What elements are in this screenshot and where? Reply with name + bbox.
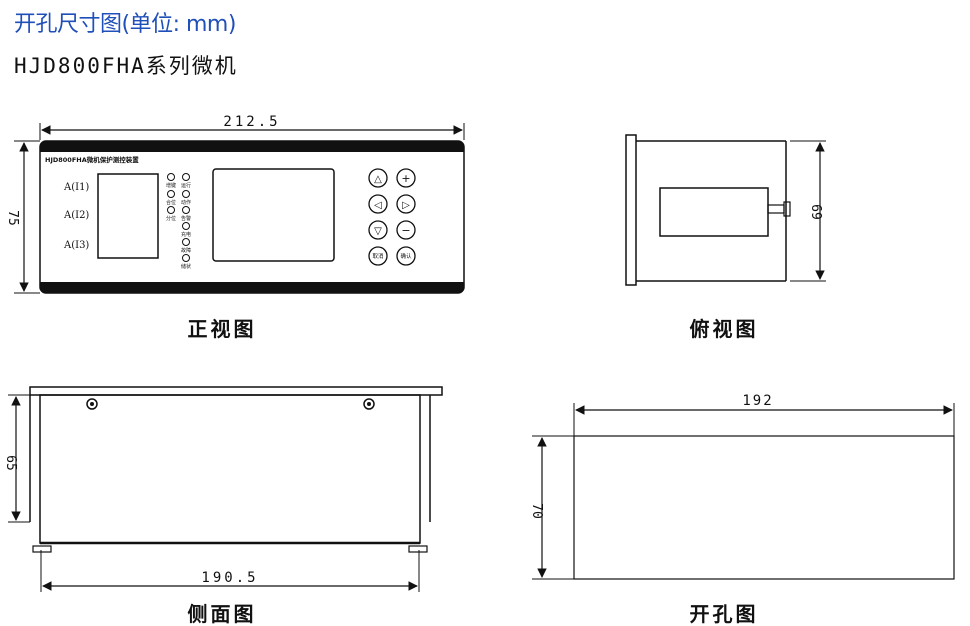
led-icon — [167, 190, 175, 198]
page-subtitle: HJD800FHA系列微机 — [14, 54, 238, 78]
key-plus-label: + — [401, 172, 410, 185]
top-view: 69 俯视图 — [625, 134, 826, 341]
meter-label-i3: A(I3) — [63, 240, 89, 251]
indicators-right: 运行 动作 告警 充电 故障 储状 — [181, 173, 191, 270]
side-width-dim: 190.5 — [201, 570, 258, 586]
led-icon — [182, 190, 190, 198]
cutout-rect — [573, 435, 955, 580]
key-cancel-label: 取消 — [372, 252, 384, 260]
indicator-label: 分位 — [166, 215, 176, 222]
key-right-label: ▷ — [402, 200, 410, 211]
key-right-icon — [396, 194, 416, 214]
screw-icon — [363, 398, 375, 410]
indicator-label: 充电 — [181, 231, 191, 238]
top-inner-box — [659, 187, 769, 237]
key-plus-icon — [396, 168, 416, 188]
side-view-caption: 侧面图 — [188, 602, 257, 626]
key-confirm-icon — [396, 246, 416, 266]
led-icon — [182, 238, 190, 246]
side-top-plate — [29, 386, 443, 396]
cutout-height-dim: 70 — [529, 503, 544, 519]
key-cancel-icon — [368, 246, 388, 266]
key-minus-icon — [396, 220, 416, 240]
front-view: 212.5 75 HJD800FHA微机保护测控装置 A(I1) A(I2) A… — [5, 114, 465, 341]
side-view: 65 190.5 侧面图 — [3, 386, 443, 626]
meter-label-i2: A(I2) — [63, 210, 89, 221]
top-depth-dim: 69 — [808, 204, 823, 220]
cutout-width-dim: 192 — [742, 393, 773, 409]
cutout-view-caption: 开孔图 — [690, 602, 759, 626]
led-icon — [182, 222, 190, 230]
side-foot-right — [408, 545, 428, 553]
key-left-label: ◁ — [374, 200, 382, 211]
keypad: △ + ◁ ▷ ▽ − 取消 确认 — [368, 168, 416, 266]
key-down-icon — [368, 220, 388, 240]
indicator-label: 增键 — [166, 182, 176, 189]
key-confirm-label: 确认 — [400, 252, 412, 260]
key-up-label: △ — [374, 174, 382, 185]
lcd-screen — [212, 168, 335, 262]
indicator-label: 动作 — [181, 199, 191, 206]
side-foot-left — [32, 545, 52, 553]
indicator-label: 告警 — [181, 215, 191, 222]
cutout-view: 192 70 开孔图 — [529, 393, 955, 626]
top-front-plate — [625, 134, 637, 286]
side-body — [39, 394, 421, 544]
key-left-icon — [368, 194, 388, 214]
indicator-label: 储状 — [181, 263, 191, 270]
led-icon — [182, 206, 190, 214]
key-down-label: ▽ — [374, 226, 382, 237]
side-height-dim: 65 — [3, 455, 18, 471]
led-icon — [182, 254, 190, 262]
page-title: 开孔尺寸图(单位: mm) — [14, 12, 236, 37]
top-view-caption: 俯视图 — [690, 317, 759, 341]
device-label: HJD800FHA微机保护测控装置 — [45, 155, 139, 164]
indicator-label: 故障 — [181, 247, 191, 254]
meter-display — [97, 173, 159, 259]
key-minus-label: − — [401, 224, 410, 237]
indicator-label: 运行 — [181, 182, 191, 189]
key-up-icon — [368, 168, 388, 188]
led-icon — [182, 173, 190, 181]
front-height-dim: 75 — [5, 210, 20, 226]
indicator-label: 合位 — [166, 199, 176, 206]
led-icon — [167, 173, 175, 181]
led-icon — [167, 206, 175, 214]
indicators-left: 增键 合位 分位 — [166, 173, 176, 222]
front-width-dim: 212.5 — [223, 114, 280, 130]
screw-icon — [86, 398, 98, 410]
meter-label-i1: A(I1) — [63, 182, 89, 193]
front-view-caption: 正视图 — [188, 317, 257, 341]
top-connector — [767, 204, 785, 214]
